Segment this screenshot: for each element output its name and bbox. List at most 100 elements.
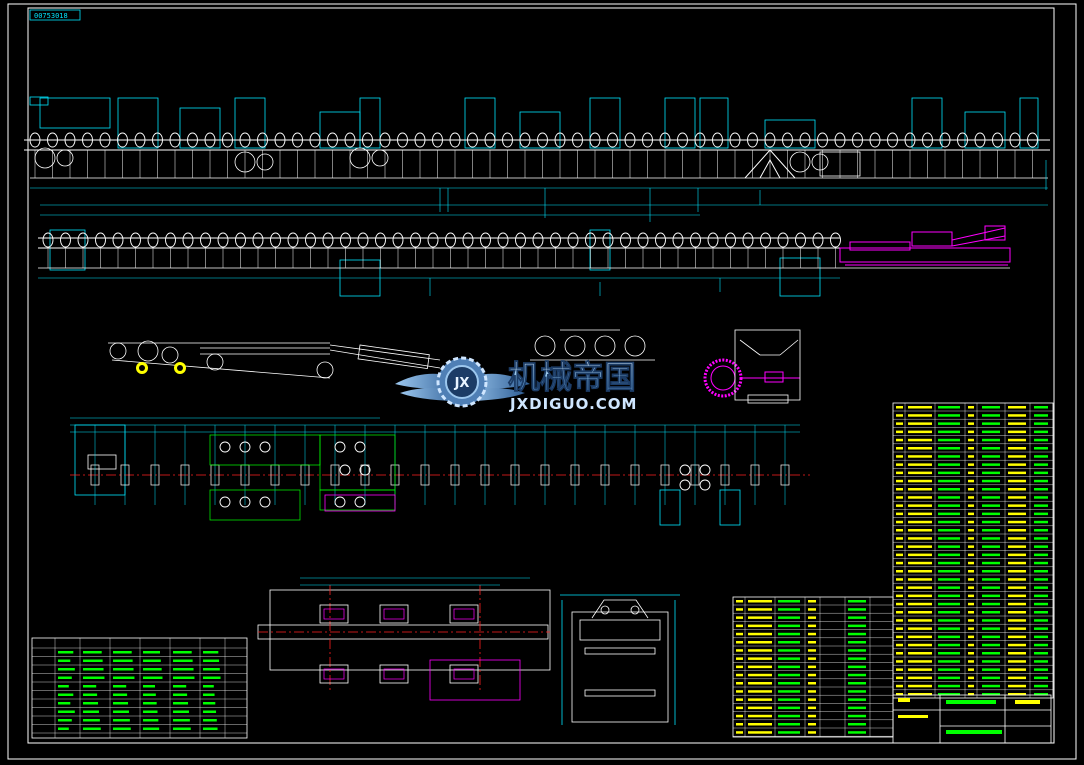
roller-plan <box>600 464 610 486</box>
table-text <box>848 731 866 734</box>
table-text <box>83 651 102 654</box>
table-text <box>968 438 974 442</box>
table-text <box>1034 537 1048 540</box>
idler-roller <box>1009 132 1021 148</box>
table-text <box>1034 447 1048 450</box>
idler-roller <box>502 132 513 148</box>
table-text <box>896 488 903 491</box>
table-text <box>896 438 903 442</box>
table-text <box>736 698 743 701</box>
table-text <box>938 635 960 639</box>
leader-box <box>234 97 266 149</box>
motor-magenta <box>324 494 396 512</box>
table-text <box>808 608 816 611</box>
table-text <box>113 651 132 654</box>
table-text <box>83 693 98 696</box>
leader-box <box>49 229 86 271</box>
table-text <box>748 632 772 636</box>
roller-plan <box>540 464 550 486</box>
table-text <box>938 455 960 458</box>
idler-roller <box>340 232 351 248</box>
idler-roller <box>497 232 509 248</box>
table-text <box>808 641 816 644</box>
table-text <box>982 619 1000 622</box>
drive-roller <box>699 464 711 476</box>
table-text <box>808 731 816 734</box>
table-text <box>908 537 932 540</box>
drive-roller <box>259 441 271 453</box>
section-tag-box <box>29 96 49 106</box>
table-text <box>896 676 903 680</box>
table-text <box>83 727 101 730</box>
drive-frame <box>209 434 321 466</box>
table-text <box>1034 438 1048 442</box>
idler-roller <box>322 232 334 248</box>
table-text <box>808 632 816 636</box>
table-text <box>143 702 157 705</box>
table-text <box>143 727 160 730</box>
drive-frame <box>209 489 301 521</box>
table-text <box>896 693 903 696</box>
table-text <box>908 479 932 483</box>
idler-roller <box>77 232 89 248</box>
table-text <box>1008 430 1026 434</box>
table-text <box>83 668 104 671</box>
table-text <box>173 719 190 722</box>
table-text <box>173 702 189 705</box>
idler-roller <box>182 232 194 248</box>
roller-plan <box>480 464 490 486</box>
table-text <box>83 685 97 688</box>
table-text <box>778 731 800 734</box>
idler-roller <box>939 132 951 148</box>
table-text <box>908 676 932 680</box>
table-text <box>58 685 69 688</box>
idler-roller <box>637 232 649 248</box>
table-text <box>938 627 960 630</box>
table-text <box>896 471 903 475</box>
table-text <box>982 537 1000 540</box>
table-text <box>736 714 743 718</box>
table-text <box>113 685 127 688</box>
idler-roller <box>642 132 653 148</box>
table-text <box>143 710 158 713</box>
leader-box <box>699 97 729 149</box>
table-text <box>896 619 903 622</box>
table-text <box>908 643 932 647</box>
table-text <box>1008 504 1026 507</box>
table-text <box>1008 496 1026 499</box>
table-text <box>83 659 103 662</box>
table-text <box>1034 693 1048 696</box>
idler-roller <box>729 132 741 148</box>
drive-roller <box>239 496 251 508</box>
table-text <box>808 673 816 677</box>
table-text <box>908 660 932 663</box>
table-text <box>778 641 800 644</box>
leader-box <box>464 97 496 149</box>
roller-plan <box>330 464 340 486</box>
idler-roller <box>64 132 76 148</box>
table-text <box>778 690 800 693</box>
table-text <box>1008 652 1026 655</box>
table-text <box>1008 660 1026 663</box>
table-text <box>808 649 816 652</box>
idler-roller <box>694 132 706 148</box>
table-text <box>968 545 974 548</box>
idler-roller <box>467 132 478 148</box>
table-text <box>968 537 974 540</box>
table-text <box>1008 561 1026 565</box>
table-text <box>938 529 960 532</box>
table-text <box>1008 602 1026 606</box>
table-text <box>748 624 772 628</box>
table-text <box>203 693 215 696</box>
table-text <box>896 635 903 639</box>
table-text <box>968 512 974 516</box>
idler-roller <box>235 232 246 248</box>
bearing-housing <box>323 668 345 680</box>
table-text <box>808 690 816 693</box>
table-text <box>736 665 743 669</box>
table-text <box>778 682 800 685</box>
leader-box <box>911 97 943 149</box>
table-text <box>908 553 932 557</box>
drive-roller <box>239 441 251 453</box>
